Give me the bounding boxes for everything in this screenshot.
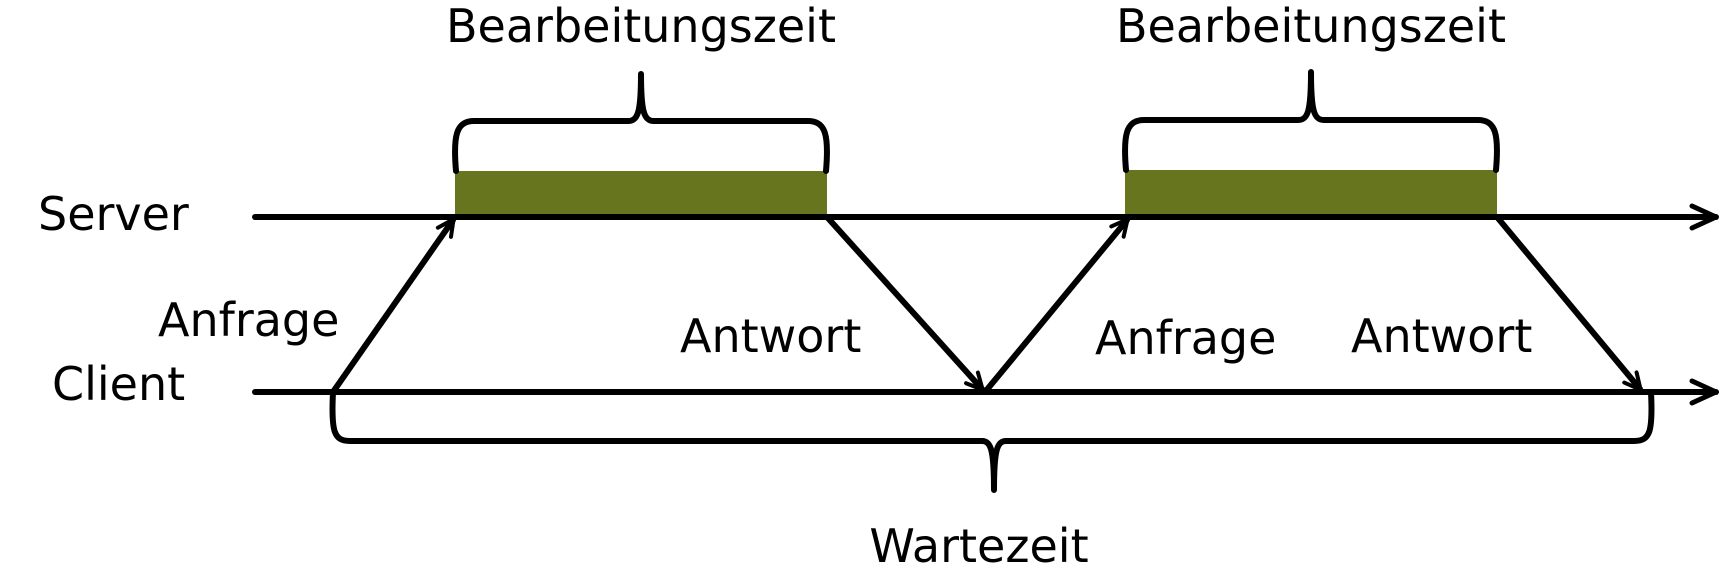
processing-block-2: [1125, 170, 1497, 217]
processing-time-brace-1: [451, 71, 831, 174]
server-label: Server: [38, 187, 189, 241]
response-arrow-2: [1494, 214, 1643, 392]
processing-time-brace-2: [1121, 69, 1501, 173]
response-arrow-1: [824, 214, 985, 392]
processing-time-label-2: Bearbeitungszeit: [1116, 0, 1506, 53]
request-arrow-2: [982, 217, 1130, 395]
processing-block-1: [455, 171, 827, 217]
request-label-1: Anfrage: [158, 293, 339, 347]
waiting-time-label: Wartezeit: [869, 519, 1088, 570]
waiting-time-brace: [329, 389, 1655, 493]
response-label-2: Antwort: [1351, 309, 1532, 363]
response-label-1: Antwort: [680, 309, 861, 363]
processing-time-label-1: Bearbeitungszeit: [446, 0, 836, 53]
request-label-2: Anfrage: [1095, 311, 1276, 365]
request-arrow-1: [330, 217, 456, 395]
client-label: Client: [52, 357, 185, 411]
